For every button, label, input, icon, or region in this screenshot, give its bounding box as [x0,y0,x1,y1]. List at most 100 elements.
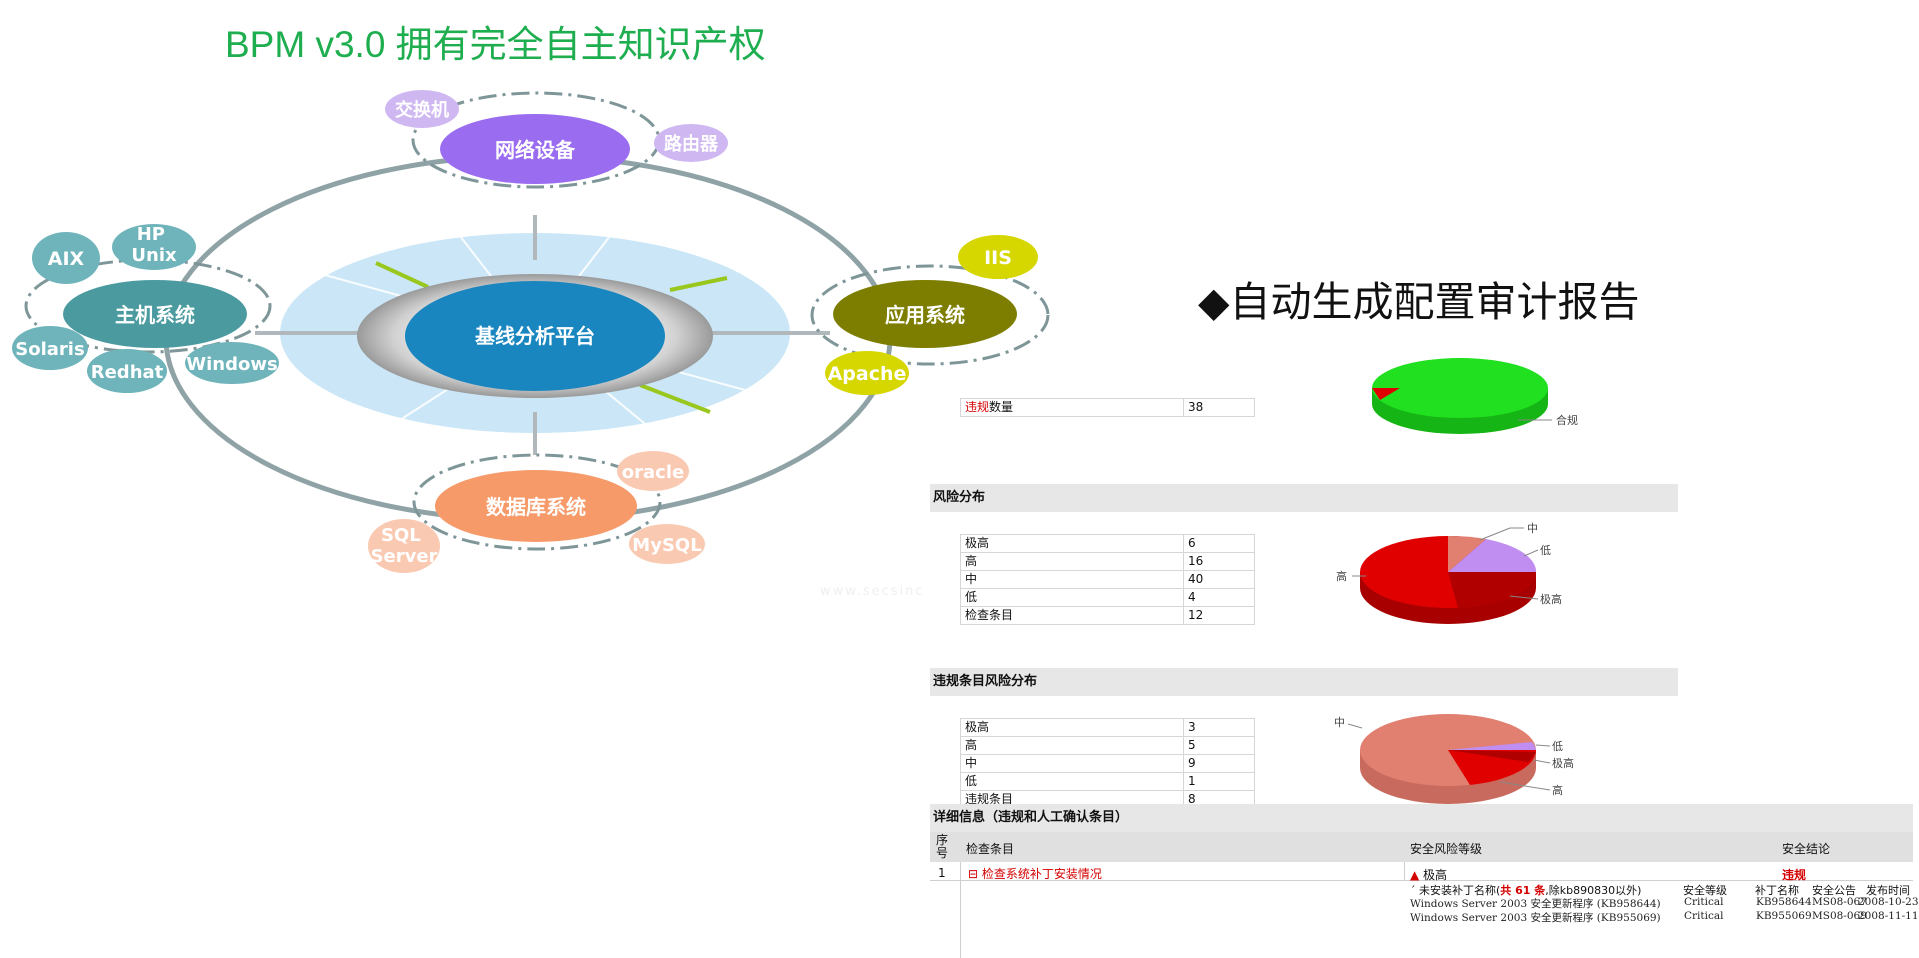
architecture-diagram: 基线分析平台 交换机 路由器 网络设备 AIX HP Unix Solaris … [12,90,1050,573]
db-satellite-oracle [617,451,689,491]
compliance-pie: 合规 [1372,358,1578,434]
report-headline: ◆自动生成配置审计报告 [1198,278,1640,326]
detail-row-note: ´ 未安装补丁名称(共 61 条,除kb890830以外) [1410,884,1642,897]
patch-0-date: 2008-10-23 [1858,896,1919,908]
risk-pie-label-low: 低 [1540,544,1551,557]
patch-col-date: 发布时间 [1866,884,1910,897]
patch-1-level: Critical [1684,910,1724,922]
db-item-sqlserver-line2: Server [371,546,438,567]
patch-0-kb: KB958644 [1756,896,1812,908]
col-conclusion: 安全结论 [1782,842,1831,856]
host-item-solaris: Solaris [15,339,84,360]
violation-pie: 中 低 极高 高 [1334,714,1574,804]
db-item-oracle: oracle [622,462,684,483]
risk-pie: 中 低 高 极高 [1336,522,1562,624]
detail-row-level: ▲ 极高 [1410,868,1448,882]
patch-1-kb: KB955069 [1756,910,1812,922]
risk-pie-label-critical: 极高 [1540,592,1562,606]
violation-count-table: 违规数量 38 [960,398,1255,417]
patch-0-name: Windows Server 2003 安全更新程序 (KB958644) [1410,898,1661,910]
detail-row-index: 1 [938,866,946,880]
violation-pie-label-low: 低 [1552,740,1563,753]
network-satellite-router [654,124,728,162]
db-item-mysql: MySQL [632,535,701,556]
host-satellite-redhat [87,349,167,393]
table-row: 违规数量 38 [960,398,1255,417]
host-satellite-hpunix [112,224,196,270]
patch-1-name: Windows Server 2003 安全更新程序 (KB955069) [1410,912,1661,924]
patch-0-level: Critical [1684,896,1724,908]
violation-section-title: 违规条目风险分布 [930,668,1678,696]
slide-title: BPM v3.0 拥有完全自主知识产权 [225,24,766,65]
db-item-sqlserver-line1: SQL [381,525,421,546]
patch-0-bulletin: MS08-067 [1812,896,1867,908]
col-index: 序号 [936,833,949,860]
host-node-label: 主机系统 [115,303,195,327]
patch-1-date: 2008-11-11 [1858,910,1919,922]
app-node [833,280,1017,348]
network-node-label: 网络设备 [495,138,576,162]
violation-count-value: 38 [1183,398,1255,417]
host-satellite-solaris [12,326,88,370]
network-item-router: 路由器 [664,133,719,155]
center-node [405,281,665,391]
detail-row-item[interactable]: ⊟ 检查系统补丁安装情况 [968,867,1102,881]
host-item-hpunix: HP Unix [131,224,177,266]
db-node [435,470,637,542]
network-node [440,114,630,184]
violation-count-label: 违规数量 [960,398,1184,417]
patch-col-level: 安全等级 [1683,884,1727,897]
compliant-caption: 合规 [1556,413,1578,427]
db-satellite-mysql [629,524,705,564]
app-satellite-iis [958,235,1038,279]
db-satellite-sqlserver [368,519,440,573]
risk-pie-label-high: 高 [1336,569,1347,583]
connectors [255,215,830,455]
app-satellite-apache [825,351,909,395]
db-node-label: 数据库系统 [486,495,586,519]
col-risk-level: 安全风险等级 [1410,842,1483,856]
center-node-label: 基线分析平台 [475,324,595,348]
app-item-iis: IIS [984,247,1012,269]
host-item-hpunix-line1: HP [137,224,165,245]
violation-pie-label-mid: 中 [1334,716,1345,729]
host-item-hpunix-line2: Unix [131,245,177,266]
col-check-item: 检查条目 [966,842,1015,856]
watermark: www.secsinc [820,584,925,599]
violation-pie-label-high: 高 [1552,783,1563,797]
host-item-windows: Windows [186,354,277,375]
app-item-apache: Apache [828,363,907,385]
detail-row-verdict: 违规 [1782,868,1807,882]
patch-col-bulletin: 安全公告 [1812,884,1856,897]
patch-col-name: 补丁名称 [1755,884,1799,897]
host-item-aix: AIX [48,248,85,270]
expand-icon: ⊟ [968,867,982,881]
group-outlines [24,91,1050,551]
patch-1-bulletin: MS08-069 [1812,910,1867,922]
warning-icon: ▲ [1410,868,1424,882]
host-node [63,280,247,348]
detail-section-title: 详细信息（违规和人工确认条目） [930,804,1913,832]
host-item-redhat: Redhat [91,362,164,383]
db-item-sqlserver: SQL Server [371,525,438,567]
risk-section-title: 风险分布 [930,484,1678,512]
detail-table-header: 序号 检查条目 安全风险等级 安全结论 [930,832,1913,862]
violation-pie-label-critical: 极高 [1552,756,1574,770]
app-node-label: 应用系统 [885,303,965,327]
network-satellite-switch [385,90,459,128]
host-satellite-windows [185,342,279,384]
risk-pie-label-mid: 中 [1527,522,1538,535]
network-item-switch: 交换机 [395,99,449,121]
